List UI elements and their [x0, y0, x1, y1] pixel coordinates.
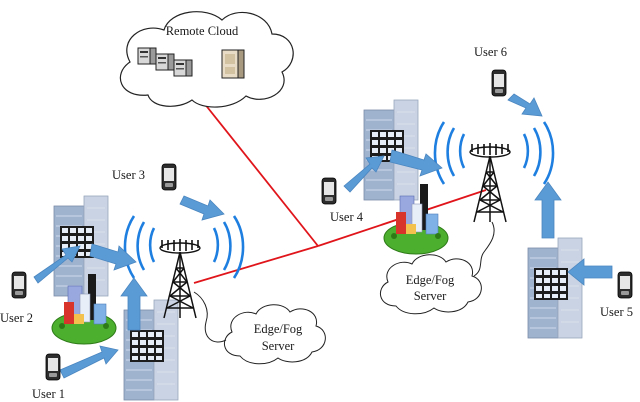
edge-server-label-line2: Server: [262, 339, 295, 353]
phone-icon: [11, 271, 27, 299]
user-6: User 6: [474, 45, 507, 97]
arrow-user1-to-building: [59, 345, 119, 379]
edge-server-label-line1: Edge/Fog: [254, 322, 303, 336]
arrow-user2-to-building: [33, 245, 81, 284]
user-label: User 2: [0, 311, 33, 325]
user-2: User 2: [0, 271, 33, 325]
edge-cloud-shape: [380, 254, 482, 315]
edge-server-label-line2: Server: [414, 289, 447, 303]
arrow-user5-to-building: [567, 258, 613, 286]
phone-icon: [161, 163, 177, 191]
arrow-building-bottom-to-tower-left: [120, 277, 148, 331]
user-3: User 3: [112, 163, 177, 191]
user-label: User 3: [112, 168, 145, 182]
edge-cable-left: [193, 291, 227, 343]
arrow-building-to-tower-right: [389, 149, 443, 177]
office-building-right-top: [363, 99, 419, 201]
phone-icon: [617, 271, 633, 299]
phone-icon: [321, 177, 337, 205]
cell-tower-right: [469, 142, 511, 223]
user-label: User 5: [600, 305, 633, 319]
backhaul-links: [193, 102, 487, 284]
user-4: User 4: [321, 177, 364, 224]
phone-icon: [491, 69, 507, 97]
remote-cloud: Remote Cloud: [119, 11, 294, 108]
arrow-user3-to-tower-left: [179, 195, 225, 221]
user-1: User 1: [32, 353, 65, 401]
office-building-left-top: [53, 195, 109, 297]
edge-cable-right: [473, 221, 495, 277]
user-5: User 5: [600, 271, 633, 319]
left-tower-link: [193, 245, 319, 284]
radio-waves-left: [123, 215, 245, 279]
office-building-right-bottom: [527, 237, 583, 339]
edge-server-right: Edge/Fog Server: [380, 221, 495, 315]
phone-icon: [45, 353, 61, 381]
user-label: User 4: [330, 210, 364, 224]
edge-cloud-shape: [224, 304, 326, 365]
user-label: User 1: [32, 387, 65, 401]
arrow-building-to-tower-left: [89, 243, 137, 271]
user-label: User 6: [474, 45, 507, 59]
arrow-user6-to-tower-right: [507, 93, 543, 117]
arrow-building-bottom-to-tower-right: [534, 181, 562, 239]
edge-server-label-line1: Edge/Fog: [406, 273, 455, 287]
cloud-label: Remote Cloud: [166, 24, 239, 38]
cloud-link: [203, 102, 319, 247]
cloud-shape: [119, 11, 294, 108]
radio-waves-right: [433, 121, 555, 185]
cloud-servers-icon: [137, 47, 245, 79]
edge-server-left: Edge/Fog Server: [193, 291, 326, 365]
signal-arrows: [33, 93, 613, 379]
arrow-user4-to-building: [343, 155, 385, 193]
